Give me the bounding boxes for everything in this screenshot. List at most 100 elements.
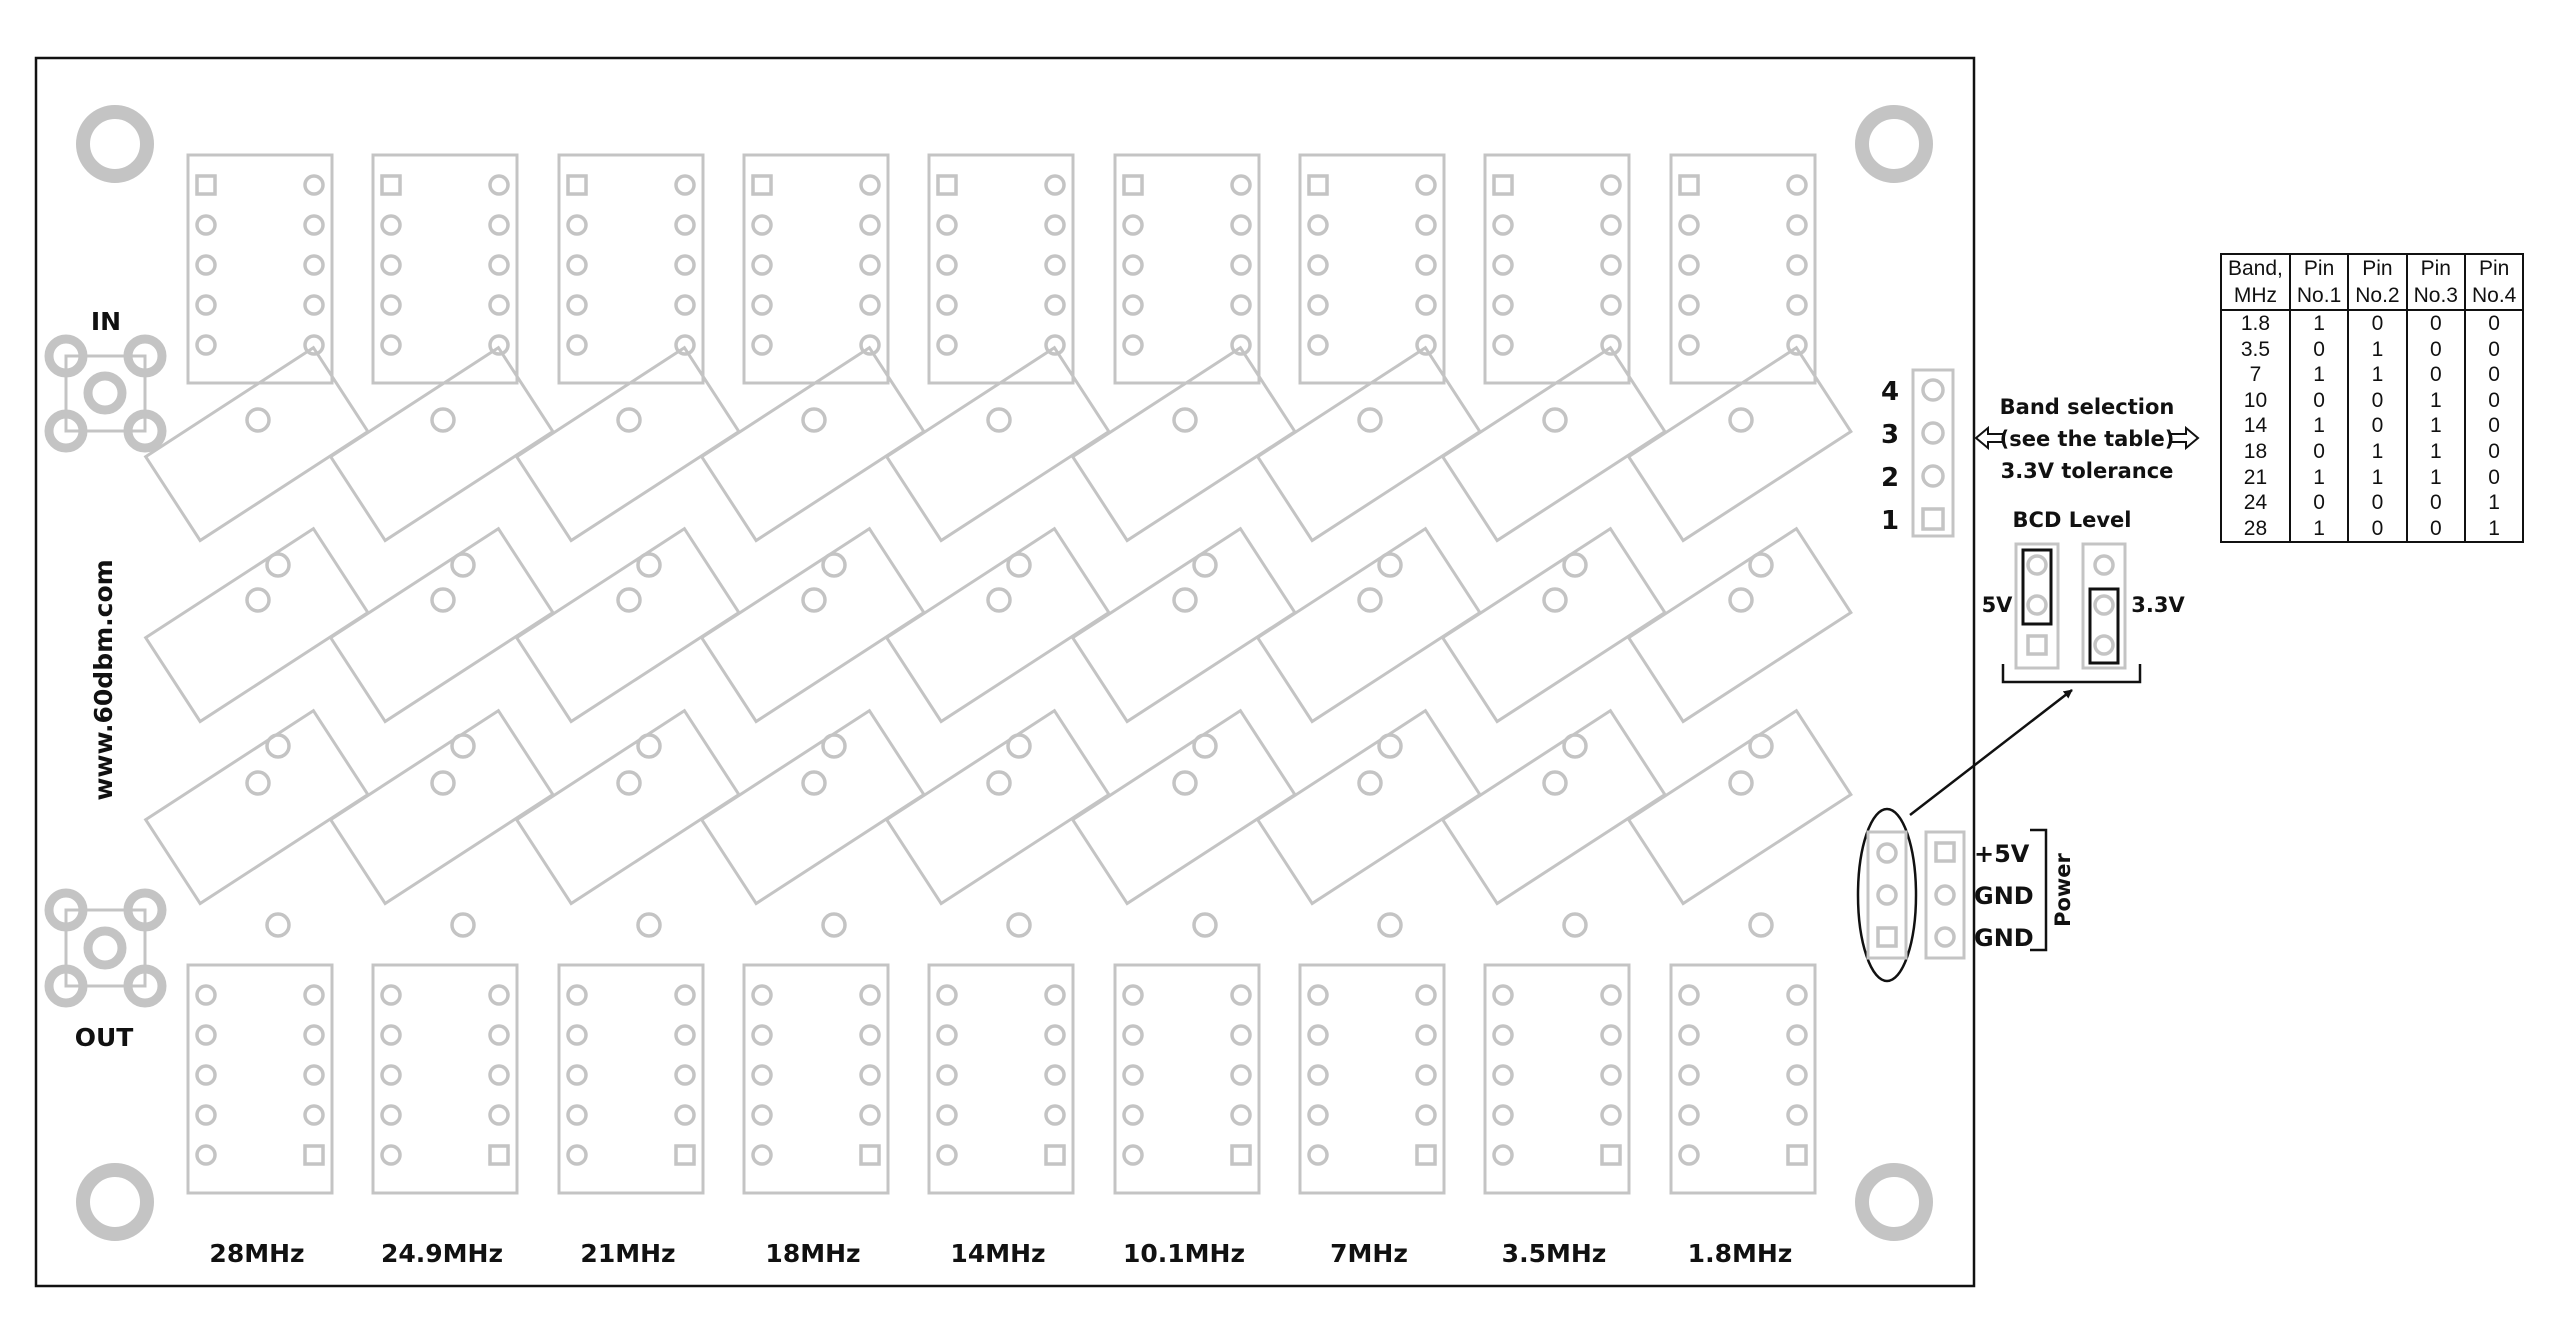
band-label: 14MHz [950,1239,1045,1268]
table-cell: 1 [2288,464,2350,491]
power-pin-label: GND [1974,924,2034,952]
table-header-cell: No.2 [2347,282,2408,311]
relay-footprint [1113,963,1261,1195]
pin-pad [1921,464,1945,488]
double-arrow-left-icon [1974,425,2005,451]
band-selection-line: 3.3V tolerance [2001,459,2174,483]
table-cell: 0 [2288,387,2350,414]
header-outline [1866,830,1908,960]
callout-arrow [1909,689,2073,816]
in-label: IN [91,307,121,336]
relay-footprint [1669,963,1817,1195]
table-cell: 3.5 [2220,336,2291,363]
inductor-footprint [1440,708,1667,938]
double-arrow-right-icon [2169,425,2200,451]
table-header-cell: Pin [2288,253,2350,282]
bcd-level-label: BCD Level [2013,508,2132,532]
jumper-outline [2014,542,2060,670]
filter-column [1070,153,1297,1195]
filter-column [514,153,741,1195]
relay-footprint [1483,963,1631,1195]
inductor-footprint [884,345,1111,578]
table-cell: 0 [2288,490,2350,516]
pin-number: 2 [1881,463,1899,493]
table-cell: 21 [2220,464,2291,491]
table-cell: 1 [2347,336,2408,363]
table-cell: 0 [2347,387,2408,414]
jumper-pad [2093,594,2115,616]
power-header: +5V GND GND Power [1856,689,2075,983]
band-selection-line: Band selection [2000,395,2175,419]
table-cell: 7 [2220,362,2291,388]
table-cell: 0 [2463,387,2525,414]
jumper-outline [2081,542,2127,670]
pin-pad [1921,378,1945,402]
bcd-bracket [2001,664,2142,684]
inductor-footprint [1626,708,1853,938]
inductor-footprint [1440,526,1667,759]
table-cell: 0 [2463,438,2525,465]
table-cell: 18 [2220,438,2291,465]
pin-pad [1876,884,1898,906]
inductor-footprint [1440,345,1667,578]
sma-connector-out [44,888,167,1008]
table-cell: 1 [2288,413,2350,439]
relay-footprint [371,963,519,1195]
pin-pad-square [1921,507,1945,531]
table-cell: 0 [2463,336,2525,363]
inductor-footprint [1255,708,1482,938]
inductor-footprint [514,345,741,578]
table-cell: 0 [2405,362,2466,388]
filter-column [1440,153,1667,1195]
table-cell: 1 [2347,464,2408,491]
table-cell: 28 [2220,515,2291,544]
out-label: OUT [75,1023,134,1052]
inductor-footprint [1626,345,1853,578]
band-label: 21MHz [580,1239,675,1268]
table-header-cell: Band, [2220,253,2291,282]
inductor-footprint [1070,708,1297,938]
mounting-hole [76,1163,154,1241]
table-cell: 1.8 [2220,310,2291,337]
inductor-footprint [143,345,370,578]
filter-column [884,153,1111,1195]
relay-footprint [742,963,890,1195]
table-header-cell: No.4 [2463,282,2525,311]
band-selection-note: Band selection (see the table) 3.3V tole… [1974,395,2200,483]
relay-footprint [927,963,1075,1195]
band-label: 18MHz [765,1239,860,1268]
relay-footprint [1298,963,1446,1195]
table-header-row: MHz No.1 No.2 No.3 No.4 [2220,282,2525,311]
pin-number: 1 [1881,506,1899,536]
table-cell: 1 [2405,438,2466,465]
pin-pad [1934,926,1956,948]
inductor-footprint [328,345,555,578]
mounting-hole [1855,1163,1933,1241]
band-label: 7MHz [1330,1239,1408,1268]
mounting-holes [76,105,1933,1241]
pin-pad [1921,421,1945,445]
filter-column [1626,153,1853,1195]
band-label: 1.8MHz [1688,1239,1793,1268]
bcd-level-jumper: BCD Level 5V 3.3V [1982,508,2185,684]
inductor-footprint [1255,345,1482,578]
level-5v-label: 5V [1982,593,2014,617]
inductor-footprint [1626,526,1853,759]
table-cell: 1 [2405,387,2466,414]
band-label: 24.9MHz [381,1239,503,1268]
pin-pad-square [1876,926,1898,948]
power-bracket [2030,828,2048,952]
jumper-pad-square [2026,634,2048,656]
table-cell: 1 [2288,515,2350,544]
jumper-pad [2026,594,2048,616]
table-cell: 10 [2220,387,2291,414]
